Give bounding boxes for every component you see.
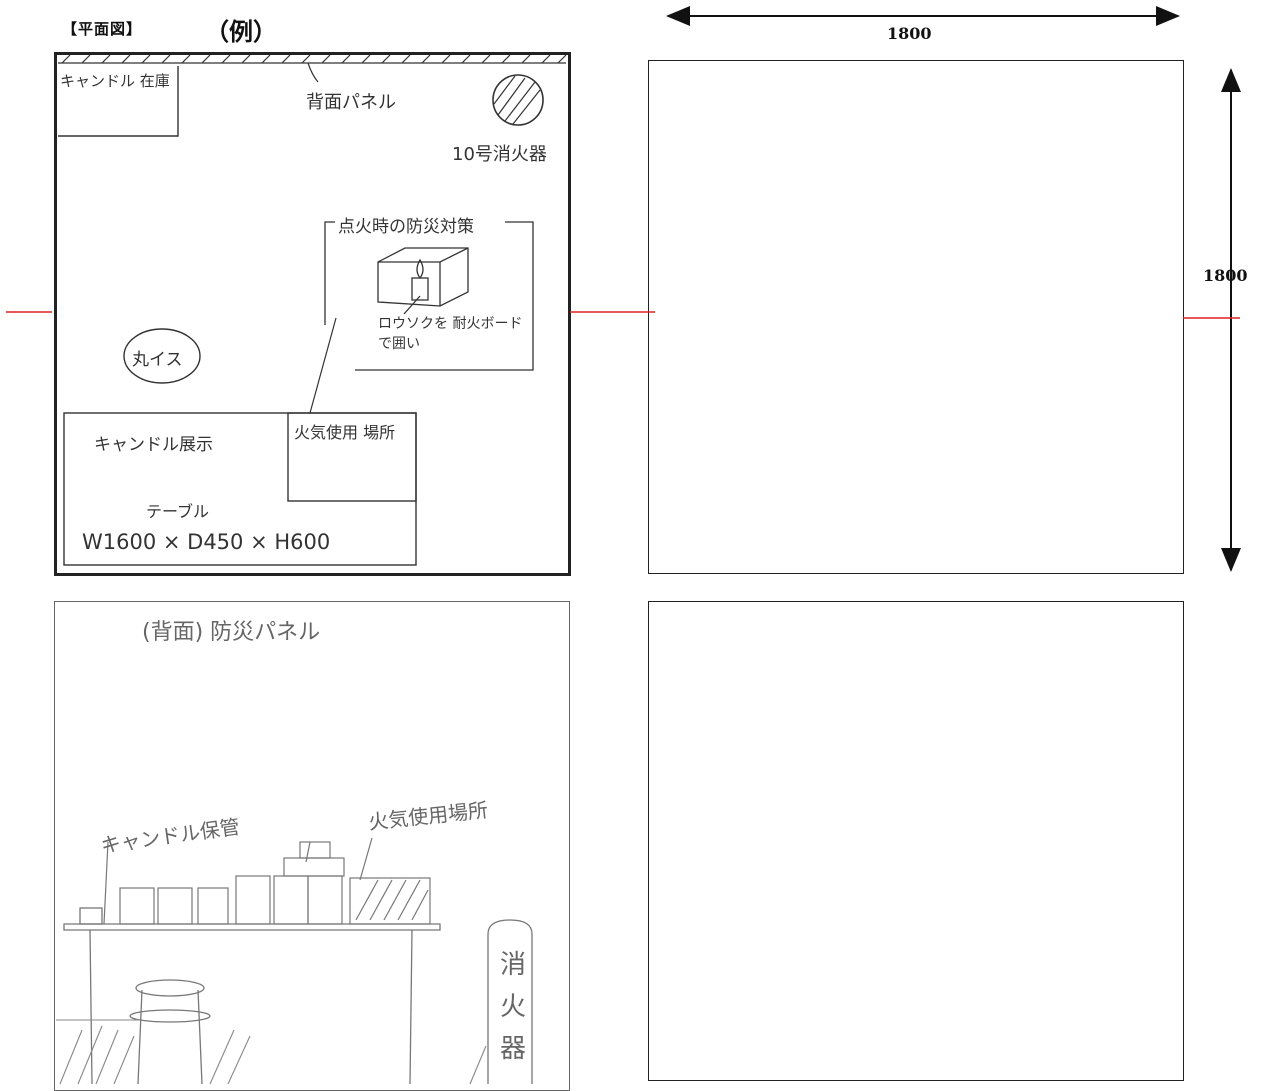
width-dimension-label: 1800 [887,24,932,43]
elevation-sketch-frame [54,601,570,1091]
candle-stock-label: キャンドル 在庫 [60,72,170,90]
fireproof-board-enclosure [377,247,469,315]
blank-plan-frame [648,60,1184,574]
height-dimension-label: 1800 [1203,266,1248,285]
blank-elevation-frame [648,601,1184,1081]
candle-enclosure-note: ロウソクを 耐火ボードで囲い [378,316,523,352]
back-panel-hatch [58,54,567,64]
elevation-stool [129,979,211,1085]
floor-hatch [56,1019,487,1085]
candle-display-label: キャンドル展示 [94,435,213,455]
extinguisher-pillar [487,919,533,1084]
round-chair-circle [123,328,201,384]
fire-use-area-label: 火気使用 場所 [294,423,396,442]
back-panel-label: 背面パネル [306,92,396,113]
table-size-label: W1600 × D450 × H600 [82,530,331,554]
round-chair-label: 丸イス [132,350,183,370]
floor-plan-heading: 【平面図】 [62,20,143,38]
fire-prevention-bracket [324,221,534,371]
elevation-extinguisher-label: 消 火 器 [500,950,527,1064]
fire-prevention-title: 点火時の防災対策 [338,217,474,237]
example-heading: （例） [205,18,277,46]
table-label: テーブル [146,502,210,521]
elevation-title: (背面) 防災パネル [142,620,321,645]
plan-sketch-frame [54,52,571,576]
extinguisher-label: 10号消火器 [452,144,547,165]
candle-stock-box [58,66,179,137]
elevation-table [63,907,441,1085]
extinguisher-circle [492,74,544,126]
fire-use-area-box [287,412,417,502]
elevation-candles [103,837,431,925]
